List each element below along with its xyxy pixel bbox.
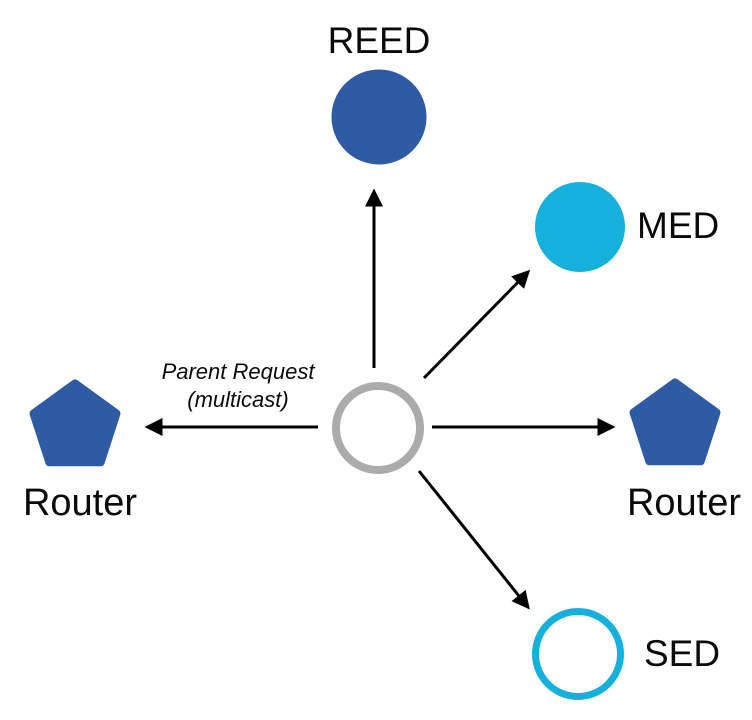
router-left-label: Router — [22, 482, 138, 524]
med-node-circle — [535, 182, 625, 272]
router-right-label: Router — [626, 482, 742, 524]
center-joiner-circle — [332, 382, 424, 474]
reed-node-circle — [331, 69, 427, 165]
sed-label: SED — [644, 633, 721, 674]
annotation-line-1: Parent Request — [161, 359, 315, 384]
annotation-line-2: (multicast) — [187, 387, 289, 412]
sed-node-circle — [532, 608, 624, 700]
router-right-pentagon — [629, 378, 721, 466]
router-left-pentagon — [29, 379, 121, 467]
med-label: MED — [637, 205, 720, 246]
arrow-center-to-med — [422, 269, 531, 380]
parent-request-annotation: Parent Request (multicast) — [146, 358, 330, 414]
arrow-center-to-sed — [417, 470, 530, 610]
reed-label: REED — [327, 20, 431, 61]
